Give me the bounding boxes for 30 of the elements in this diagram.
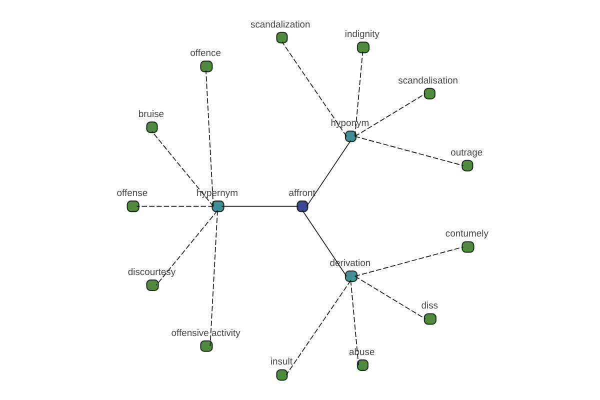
node-label: affront — [288, 188, 316, 200]
connector — [156, 210, 218, 286]
node-label: discourtesy — [128, 266, 176, 278]
connector — [302, 210, 347, 277]
connector — [306, 140, 352, 207]
node-label: offence — [190, 48, 221, 60]
node-label: insult — [270, 356, 292, 368]
node-label: offense — [116, 188, 148, 200]
connector — [136, 206, 214, 207]
node-label: offensive activity — [171, 328, 240, 339]
connector — [354, 136, 464, 166]
connector — [354, 51, 364, 137]
node-label: contumely — [445, 228, 488, 240]
node-label: abuse — [349, 346, 375, 358]
connector — [286, 280, 352, 376]
node-label: indignity — [344, 29, 380, 40]
connector — [206, 70, 214, 207]
connector — [152, 131, 214, 207]
node-label: bruise — [138, 109, 164, 120]
connector — [282, 41, 347, 137]
node-label: scandalisation — [398, 75, 458, 86]
connector — [210, 210, 218, 347]
node-label: diss — [421, 300, 438, 312]
node-label: scandalization — [250, 19, 310, 30]
connector — [350, 280, 359, 366]
connector — [221, 206, 299, 207]
node-label: outrage — [450, 147, 483, 158]
connector — [354, 246, 464, 277]
connector — [354, 93, 426, 137]
connector — [354, 276, 426, 320]
